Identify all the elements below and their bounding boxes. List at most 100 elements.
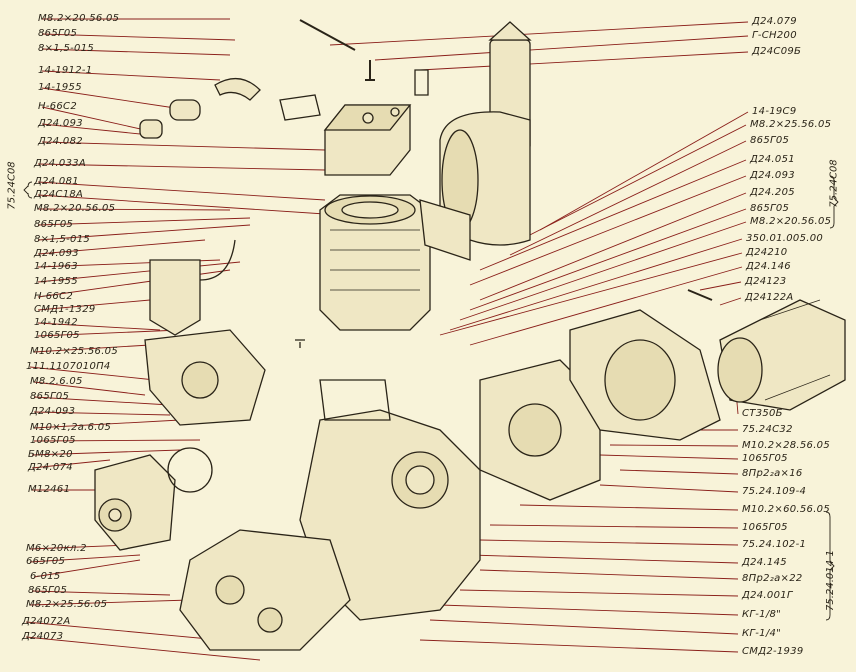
leader-line (37, 299, 151, 311)
leader-line (439, 604, 739, 616)
part-label: Д24073 (22, 631, 64, 642)
leader-line (539, 111, 749, 231)
flywheel-housing (479, 309, 721, 501)
part-label: Д24.074 (28, 462, 73, 473)
part-label: М10×1,2а.6.05 (30, 422, 112, 433)
part-label: Д24-093 (30, 406, 76, 417)
leader-line (609, 444, 739, 447)
cylinder (319, 194, 431, 331)
leader-line (37, 208, 231, 211)
leader-line (31, 449, 181, 456)
part-label: Д24.051 (750, 154, 795, 165)
part-label: 1065Г05 (742, 453, 788, 464)
small-parts (139, 19, 713, 493)
leader-line (41, 70, 221, 81)
leader-line (31, 590, 171, 596)
leader-line (31, 459, 111, 469)
part-label: Н-66С2 (38, 101, 77, 112)
leader-line (419, 51, 749, 71)
part-label: 8×1,5-015 (38, 43, 95, 54)
part-label: Д24.001Г (742, 590, 793, 601)
part-label: 14-1955 (38, 82, 82, 93)
part-label: 14-1912-1 (38, 65, 93, 76)
part-label: М6×20кл.2 (26, 543, 87, 554)
group-brace (23, 181, 33, 199)
part-label: Д24.146 (746, 261, 791, 272)
leader-line (469, 266, 743, 346)
part-label: Д24.079 (752, 16, 797, 27)
part-label: Д24072А (22, 616, 71, 627)
intake-pipe (149, 199, 471, 336)
part-label: 14-1963 (34, 261, 78, 272)
leader-line (41, 123, 151, 136)
part-label: 865Г05 (38, 28, 78, 39)
leader-line (459, 221, 747, 321)
crankcase (299, 409, 481, 621)
leader-line (33, 439, 201, 442)
part-label: КГ-1/8" (742, 609, 782, 620)
leader-line (29, 599, 191, 606)
leader-line (479, 159, 747, 271)
part-label: М10.2×28.56.05 (742, 440, 831, 451)
leader-line (469, 175, 747, 286)
part-label: 1065Г05 (742, 522, 788, 533)
part-label: 14-19С9 (752, 106, 797, 117)
part-label: КГ-1/4" (742, 628, 782, 639)
leader-line (33, 396, 171, 406)
cylinder-head (323, 104, 412, 176)
part-label: Г-СН200 (752, 30, 797, 41)
part-label: Д24.093 (750, 170, 795, 181)
leader-line (37, 329, 181, 337)
leader-line (33, 344, 151, 353)
leader-line (25, 621, 221, 641)
part-label: Д24С09Б (752, 46, 802, 57)
part-label: Д24.205 (750, 187, 795, 198)
part-label: 865Г05 (28, 585, 68, 596)
leader-line (37, 322, 161, 331)
leader-line (439, 252, 743, 336)
leader-line (29, 544, 131, 550)
leader-line (33, 411, 171, 416)
part-label: Д24122А (745, 292, 794, 303)
carburetor (144, 329, 266, 426)
part-label: Д24123 (745, 276, 787, 287)
part-label: М8.2.6.05 (30, 376, 83, 387)
leader-lines (23, 18, 839, 661)
part-label: Д24.082 (38, 136, 83, 147)
part-label: Д24210 (746, 247, 788, 258)
leader-line (33, 559, 141, 578)
part-label: 8×1,5-015 (34, 234, 91, 245)
group-label-lower: 75.24.014-1 (824, 550, 836, 611)
starter-motor (717, 299, 846, 411)
part-label: 1065Г05 (34, 330, 80, 341)
part-label: М10.2×60.56.05 (742, 504, 831, 515)
part-label: М8.2×25.56.05 (26, 599, 108, 610)
part-label: 75.24.109-4 (742, 486, 807, 497)
part-label: 665Г05 (26, 556, 66, 567)
part-label: 111.1107010П4 (26, 361, 111, 372)
leader-line (41, 48, 231, 56)
leader-line (459, 589, 739, 597)
part-label: 865Г05 (34, 219, 74, 230)
part-label: 14-1942 (34, 317, 78, 328)
leader-line (599, 454, 739, 460)
leader-line (374, 35, 749, 61)
leader-line (41, 87, 176, 109)
part-label: М8.2×25.56.05 (750, 119, 832, 130)
part-label: БМ8×20 (28, 449, 73, 460)
leader-line (41, 106, 146, 131)
leader-line (469, 208, 747, 311)
part-label: СТ350Б (742, 408, 783, 419)
part-label: Д24.093 (34, 248, 79, 259)
leader-line (519, 504, 739, 511)
leader-line (41, 141, 326, 151)
leader-line (619, 469, 739, 475)
leader-line (29, 366, 156, 381)
leader-line (519, 124, 747, 241)
leader-line (37, 163, 326, 171)
part-label: Д24С18А (34, 189, 84, 200)
part-label: М8.2×20.56.05 (34, 203, 116, 214)
leader-line (719, 297, 742, 306)
part-label: 865Г05 (750, 135, 790, 146)
group-brace (829, 175, 839, 229)
